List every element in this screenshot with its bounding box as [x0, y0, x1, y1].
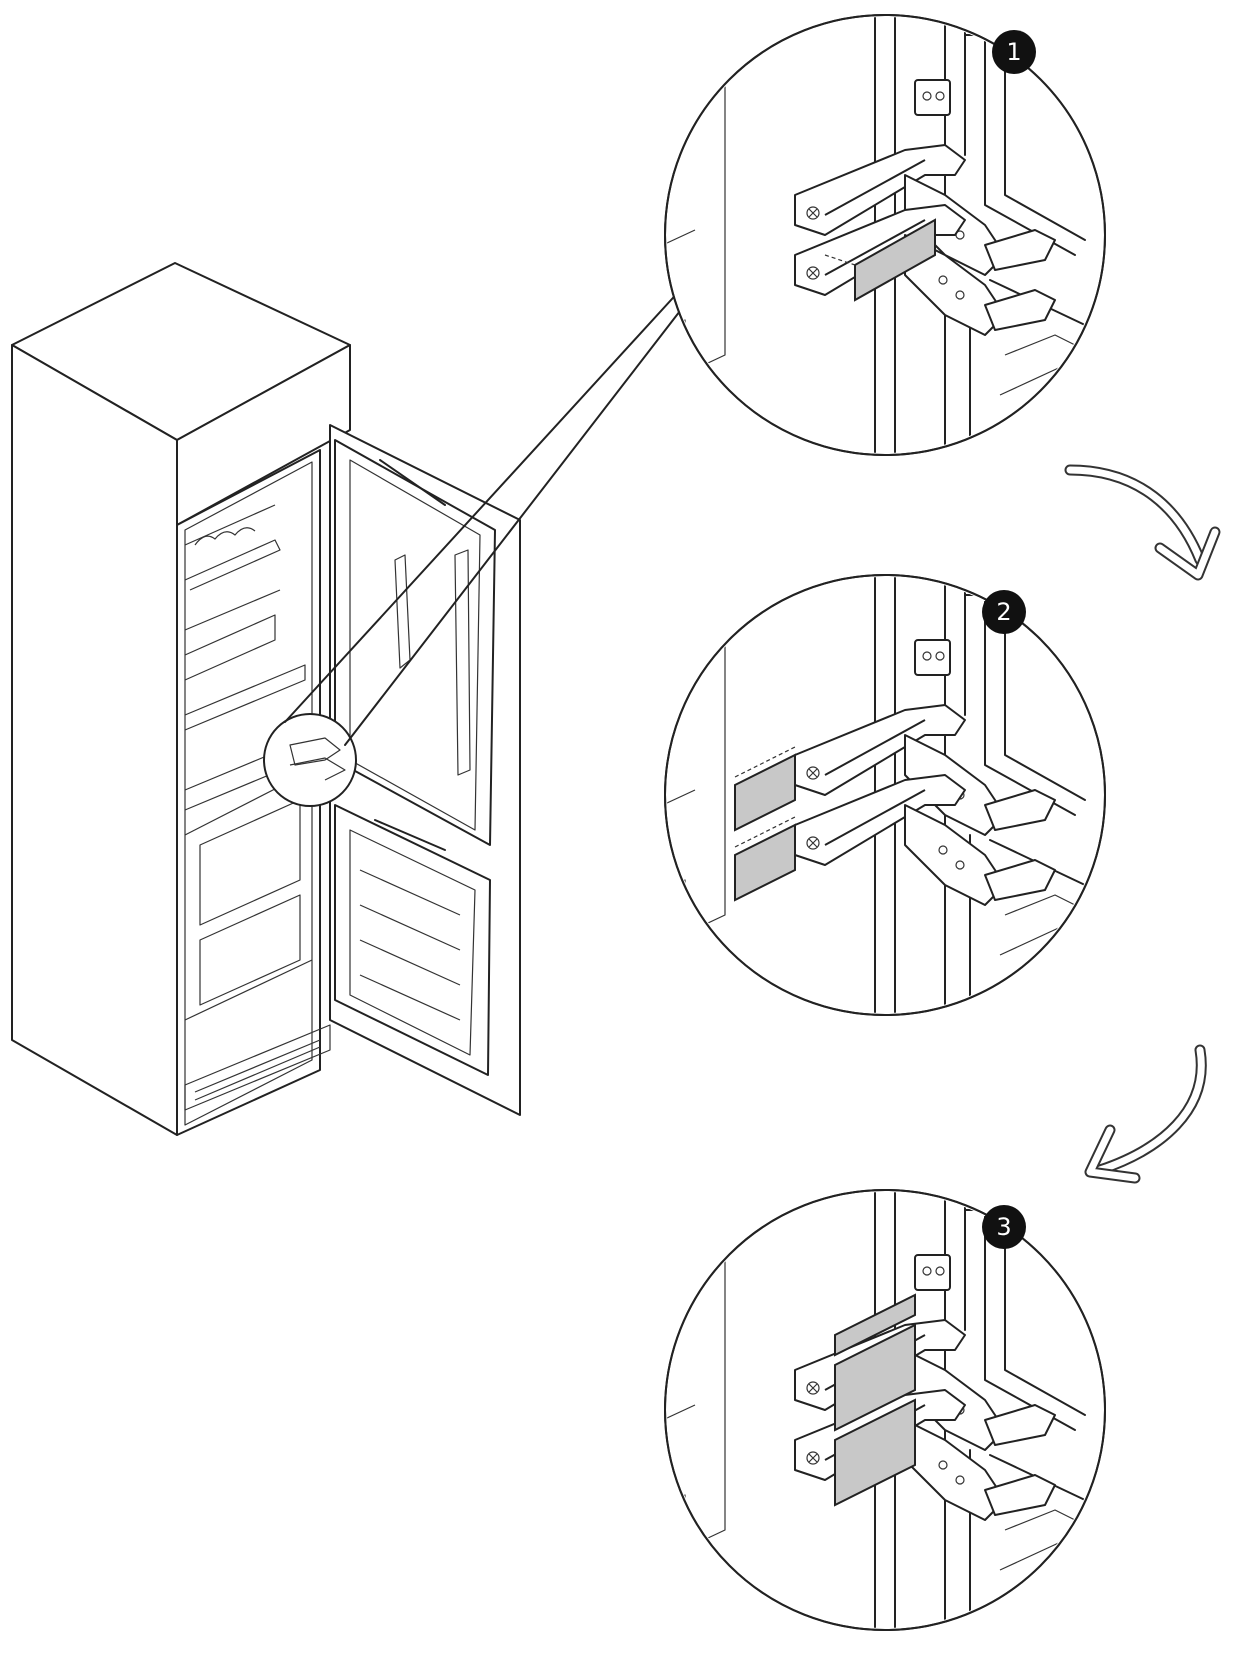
curved-arrow	[1064, 464, 1221, 581]
spacer-plate	[834, 1398, 916, 1507]
magnifier-circle	[263, 713, 357, 807]
spacer-plate	[854, 218, 936, 302]
detail-step-2	[664, 574, 1106, 1016]
detail-step-1	[664, 14, 1106, 456]
fridge-illustration	[11, 262, 521, 1136]
spacer-plate	[834, 1293, 916, 1357]
step-badge-2: 2	[982, 590, 1026, 634]
curved-arrow	[1084, 1044, 1207, 1184]
spacer-plate	[834, 1323, 916, 1432]
step-badge-3: 3	[982, 1205, 1026, 1249]
detail-step-3	[664, 1189, 1106, 1631]
spacer-plate	[734, 823, 796, 902]
spacer-plate	[734, 753, 796, 832]
step-badge-1: 1	[992, 30, 1036, 74]
